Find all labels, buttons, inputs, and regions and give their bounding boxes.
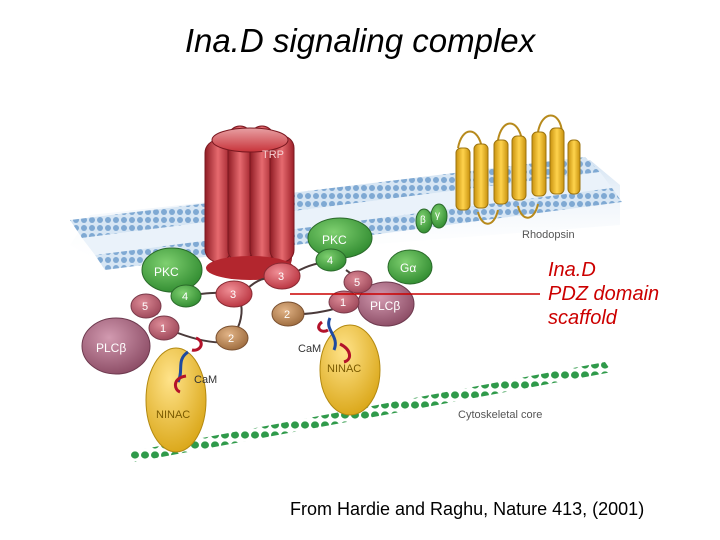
pdz-right-4-label: 4: [327, 255, 333, 267]
pkc-top-label: PKC: [322, 233, 347, 247]
right-complex: [263, 217, 433, 416]
pdz-right-1-label: 1: [340, 297, 346, 309]
pdz-right-3-label: 3: [278, 271, 284, 283]
rhodopsin-label: Rhodopsin: [522, 229, 575, 241]
citation: From Hardie and Raghu, Nature 413, (2001…: [290, 499, 645, 519]
pdz-left-2-label: 2: [228, 333, 234, 345]
pdz-left-4: [170, 284, 202, 308]
pdz-right-1: [328, 290, 360, 314]
pdz-left-1: [148, 315, 180, 341]
pdz-right-3: [263, 262, 301, 290]
callout-line-1: Ina.D: [548, 259, 596, 281]
ninac-right-label: NINAC: [327, 363, 361, 375]
g-gamma-subunit: [430, 203, 448, 229]
trp-channel: [204, 125, 295, 280]
pkc-left-label: PKC: [154, 265, 179, 279]
ninac-left-label: NINAC: [156, 409, 190, 421]
pdz-left-5: [130, 293, 162, 319]
pdz-left-4-label: 4: [182, 291, 188, 303]
pdz-left-5-label: 5: [142, 301, 148, 313]
pdz-left-2: [215, 325, 249, 351]
plc-right-label: PLCβ: [370, 299, 400, 313]
cam-right-label: CaM: [298, 343, 321, 355]
ninac-left: [145, 347, 207, 453]
left-complex: [81, 247, 253, 453]
cytoskeletal-core-label: Cytoskeletal core: [458, 409, 542, 421]
cam-right-icon: [327, 317, 337, 351]
pdz-right-5-label: 5: [354, 277, 360, 289]
plc-left-label: PLCβ: [96, 341, 126, 355]
pdz-right-5: [343, 270, 373, 294]
trp-label: TRP: [262, 149, 284, 161]
pdz-right-2-label: 2: [284, 309, 290, 321]
scaffold-callout: Ina.D PDZ domain scaffold: [548, 258, 659, 330]
rhodopsin: [455, 114, 581, 225]
g-alpha: [387, 249, 433, 285]
pdz-right-4: [315, 248, 347, 272]
cytoskeletal-core: [128, 362, 612, 462]
pdz-right-2: [271, 301, 305, 327]
slide-title: Ina.D signaling complex: [184, 22, 536, 59]
g-gamma-label: γ: [435, 210, 440, 221]
pdz-left-3-label: 3: [230, 289, 236, 301]
pdz-left-1-label: 1: [160, 323, 166, 335]
callout-line-3: scaffold: [548, 307, 617, 329]
g-beta-label: β: [420, 215, 426, 226]
plc-left: [81, 317, 151, 375]
g-alpha-label: Gα: [400, 261, 416, 275]
pdz-left-3: [215, 280, 253, 308]
callout-line-2: PDZ domain: [548, 283, 660, 305]
cam-left-label: CaM: [194, 374, 217, 386]
